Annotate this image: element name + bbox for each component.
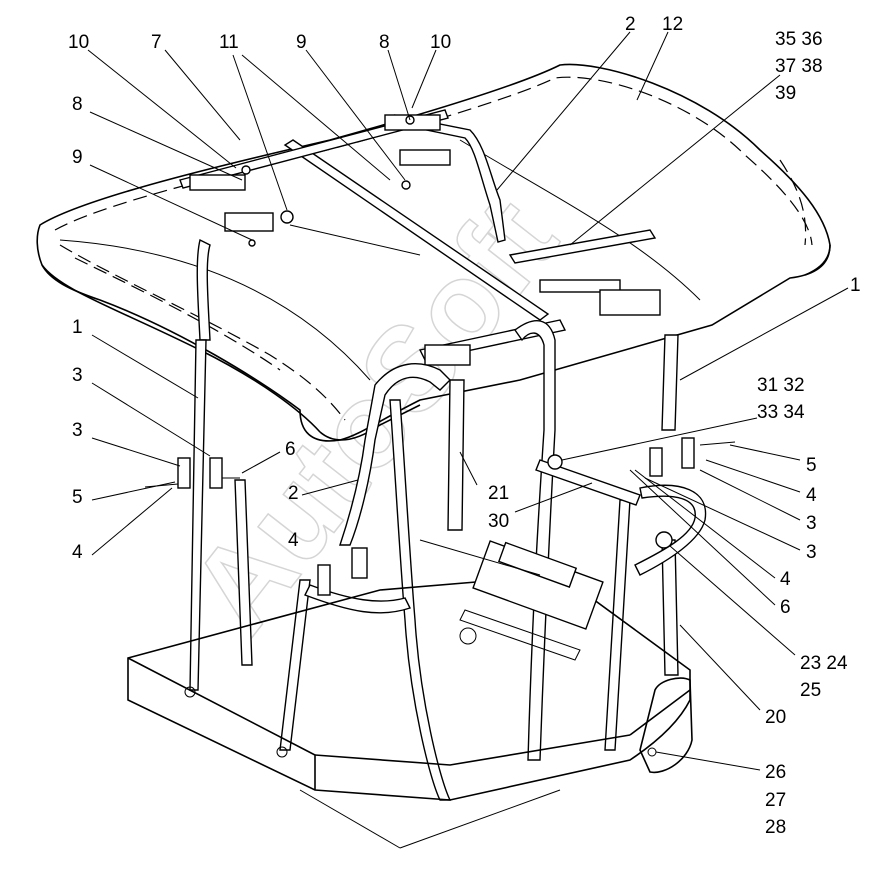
washer-8 [241, 165, 251, 175]
hinge-right-a [649, 447, 663, 477]
callout-7: 7 [151, 32, 162, 53]
callout-30: 30 [488, 511, 509, 532]
leader-lines [87, 31, 849, 849]
callout-3: 3 [806, 542, 817, 563]
callout-8: 8 [72, 94, 83, 115]
callout-21: 21 [488, 483, 509, 504]
bolt-9b [401, 180, 411, 190]
callout-23-24: 23 24 [800, 653, 848, 674]
callout-39: 39 [775, 83, 796, 104]
seat-base-top [497, 541, 578, 588]
callout-37-38: 37 38 [775, 56, 823, 77]
callout-6: 6 [285, 439, 296, 460]
callout-2: 2 [288, 483, 299, 504]
callout-25: 25 [800, 680, 821, 701]
floor-pan [127, 539, 693, 801]
callout-33-34: 33 34 [757, 402, 805, 423]
bolt-31 [547, 454, 563, 470]
callout-1: 1 [850, 275, 861, 296]
callout-1: 1 [72, 317, 83, 338]
callout-12: 12 [662, 14, 683, 35]
callout-28: 28 [765, 817, 786, 838]
callout-4: 4 [288, 530, 299, 551]
bracket-center [399, 149, 451, 166]
nut-11 [280, 210, 294, 224]
hinge-left-front [317, 564, 331, 596]
hinge-left-b [209, 457, 223, 489]
callout-8: 8 [379, 32, 390, 53]
roof-brackets [189, 114, 661, 366]
callout-2: 2 [625, 14, 636, 35]
bracket-right [539, 279, 621, 293]
callout-20: 20 [765, 707, 786, 728]
bolt-9 [248, 239, 256, 247]
callout-27: 27 [765, 790, 786, 811]
callout-3: 3 [806, 513, 817, 534]
bracket-left-front [224, 212, 274, 232]
callout-11: 11 [219, 32, 239, 53]
callout-5: 5 [72, 487, 83, 508]
callout-10: 10 [430, 32, 451, 53]
pillars [189, 334, 679, 751]
hinge-mid [351, 547, 368, 579]
callout-9: 9 [72, 147, 83, 168]
hinges [144, 437, 736, 596]
hinge-left-a [177, 457, 191, 489]
callout-26: 26 [765, 762, 786, 783]
fitting-23 [655, 531, 673, 549]
callout-4: 4 [780, 569, 791, 590]
bracket-right-plate [599, 289, 661, 316]
hinge-right-b [681, 437, 695, 469]
bracket-front-center [424, 344, 471, 366]
callout-labels: 10 7 11 9 8 10 2 12 35 36 37 38 39 8 9 1… [68, 14, 861, 838]
bracket-left-rear [189, 174, 246, 191]
callout-4: 4 [72, 542, 83, 563]
callout-5: 5 [806, 455, 817, 476]
callout-9: 9 [296, 32, 307, 53]
callout-10: 10 [68, 32, 89, 53]
roll-frame [304, 320, 707, 801]
callout-4: 4 [806, 485, 817, 506]
callout-31-32: 31 32 [757, 375, 805, 396]
callout-3: 3 [72, 365, 83, 386]
callout-35-36: 35 36 [775, 29, 823, 50]
callout-6: 6 [780, 597, 791, 618]
callout-3: 3 [72, 420, 83, 441]
